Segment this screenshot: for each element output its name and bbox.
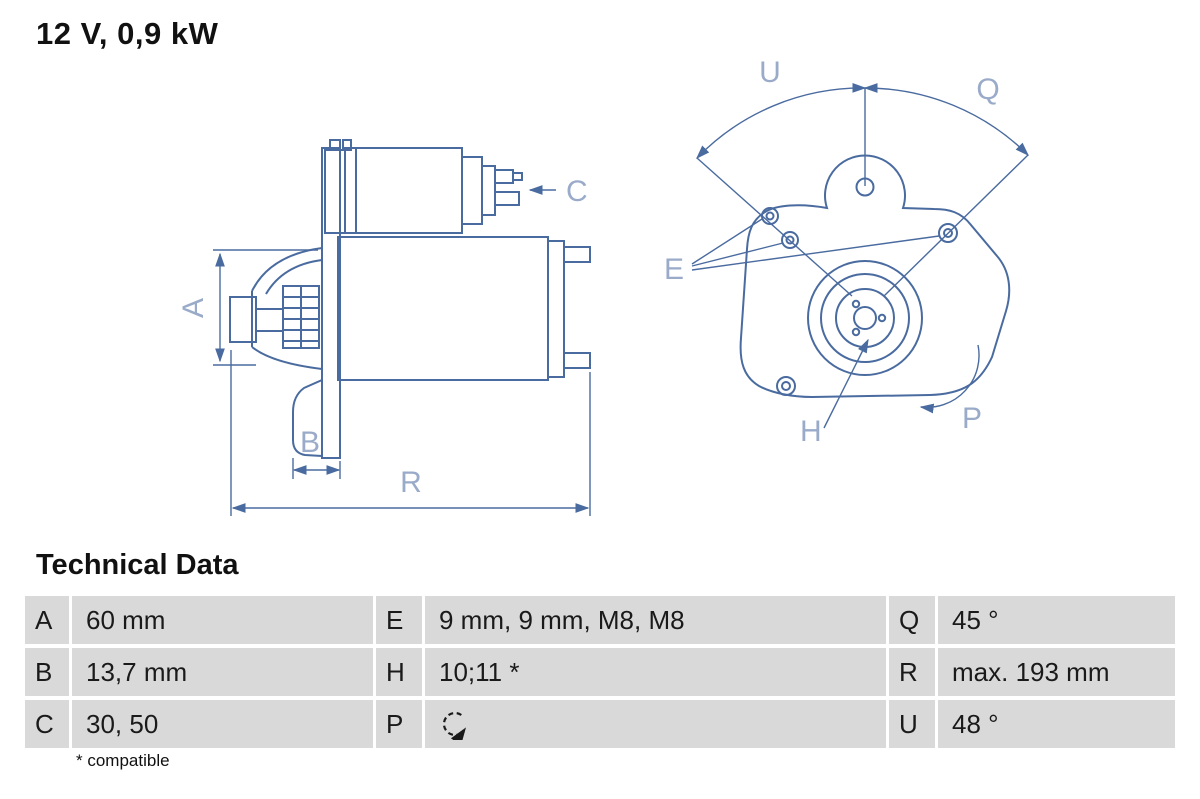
p-rotation-arrow [919, 344, 980, 414]
side-view-dimensions [213, 185, 591, 516]
dimension-label-q: Q [976, 73, 999, 106]
end-plate [547, 240, 565, 378]
solenoid-step [481, 165, 496, 216]
h-pointer-arrow [823, 338, 869, 429]
e-leader-line [691, 242, 784, 267]
value-cell-e: 9 mm, 9 mm, M8, M8 [425, 596, 886, 644]
e-leader-line [691, 218, 763, 265]
drive-housing-inner [265, 259, 323, 295]
section-heading: Technical Data [36, 549, 239, 581]
value-cell-u: 48 ° [938, 700, 1175, 748]
drive-housing-bottom [251, 346, 323, 370]
angle-arc-q [863, 83, 1029, 156]
key-cell-h: H [376, 648, 422, 696]
footnote: * compatible [76, 751, 170, 770]
dimension-label-r: R [400, 466, 422, 499]
key-cell-b: B [25, 648, 69, 696]
end-tab [563, 246, 591, 263]
dimension-label-u: U [759, 56, 781, 89]
drive-housing-top [251, 247, 323, 292]
flange-lug [292, 379, 323, 457]
flange-plate [739, 154, 1011, 399]
mounting-hole [938, 223, 958, 243]
key-cell-p: P [376, 700, 422, 748]
angle-arc-u [696, 82, 867, 160]
front-view-dimensions [691, 82, 1029, 429]
mounting-hole [781, 231, 799, 249]
solenoid-terminal [494, 191, 520, 206]
solenoid-bracket [324, 149, 346, 234]
key-cell-e: E [376, 596, 422, 644]
dimension-label-a: A [177, 298, 210, 318]
key-cell-u: U [889, 700, 935, 748]
drive-nose [229, 296, 257, 343]
rotation-ccw-icon [442, 711, 467, 740]
technical-data-table: A 60 mm E 9 mm, 9 mm, M8, M8 Q 45 ° B 13… [25, 596, 1175, 748]
dimension-label-p: P [962, 402, 982, 435]
value-cell-h: 10;11 * [425, 648, 886, 696]
dimension-label-e: E [664, 253, 684, 286]
solenoid-step [461, 156, 483, 225]
value-cell-c: 30, 50 [72, 700, 373, 748]
dimension-label-c: C [566, 175, 588, 208]
terminal-stud [512, 172, 523, 181]
key-cell-q: Q [889, 596, 935, 644]
solenoid-tab [329, 139, 341, 151]
dimension-label-h: H [800, 415, 822, 448]
solenoid-body [344, 147, 463, 234]
value-cell-a: 60 mm [72, 596, 373, 644]
key-cell-r: R [889, 648, 935, 696]
technical-drawing: A B R C [177, 56, 1029, 516]
key-cell-a: A [25, 596, 69, 644]
side-view-drawing [229, 139, 591, 459]
front-view-drawing [739, 154, 1011, 399]
dimension-label-b: B [300, 426, 320, 459]
bearing-circles [807, 260, 923, 376]
value-cell-b: 13,7 mm [72, 648, 373, 696]
value-cell-r: max. 193 mm [938, 648, 1175, 696]
solenoid-terminal [494, 169, 514, 184]
angle-side-left [696, 157, 853, 297]
pinion-gear [282, 285, 320, 349]
end-tab [563, 352, 591, 369]
angle-side-right [883, 154, 1029, 297]
product-title: 12 V, 0,9 kW [36, 16, 219, 51]
motor-body [337, 236, 549, 381]
value-cell-p [425, 700, 886, 748]
value-cell-q: 45 ° [938, 596, 1175, 644]
e-leader-line [691, 235, 940, 271]
key-cell-c: C [25, 700, 69, 748]
solenoid-tab [342, 139, 352, 151]
mounting-hole [776, 376, 796, 396]
